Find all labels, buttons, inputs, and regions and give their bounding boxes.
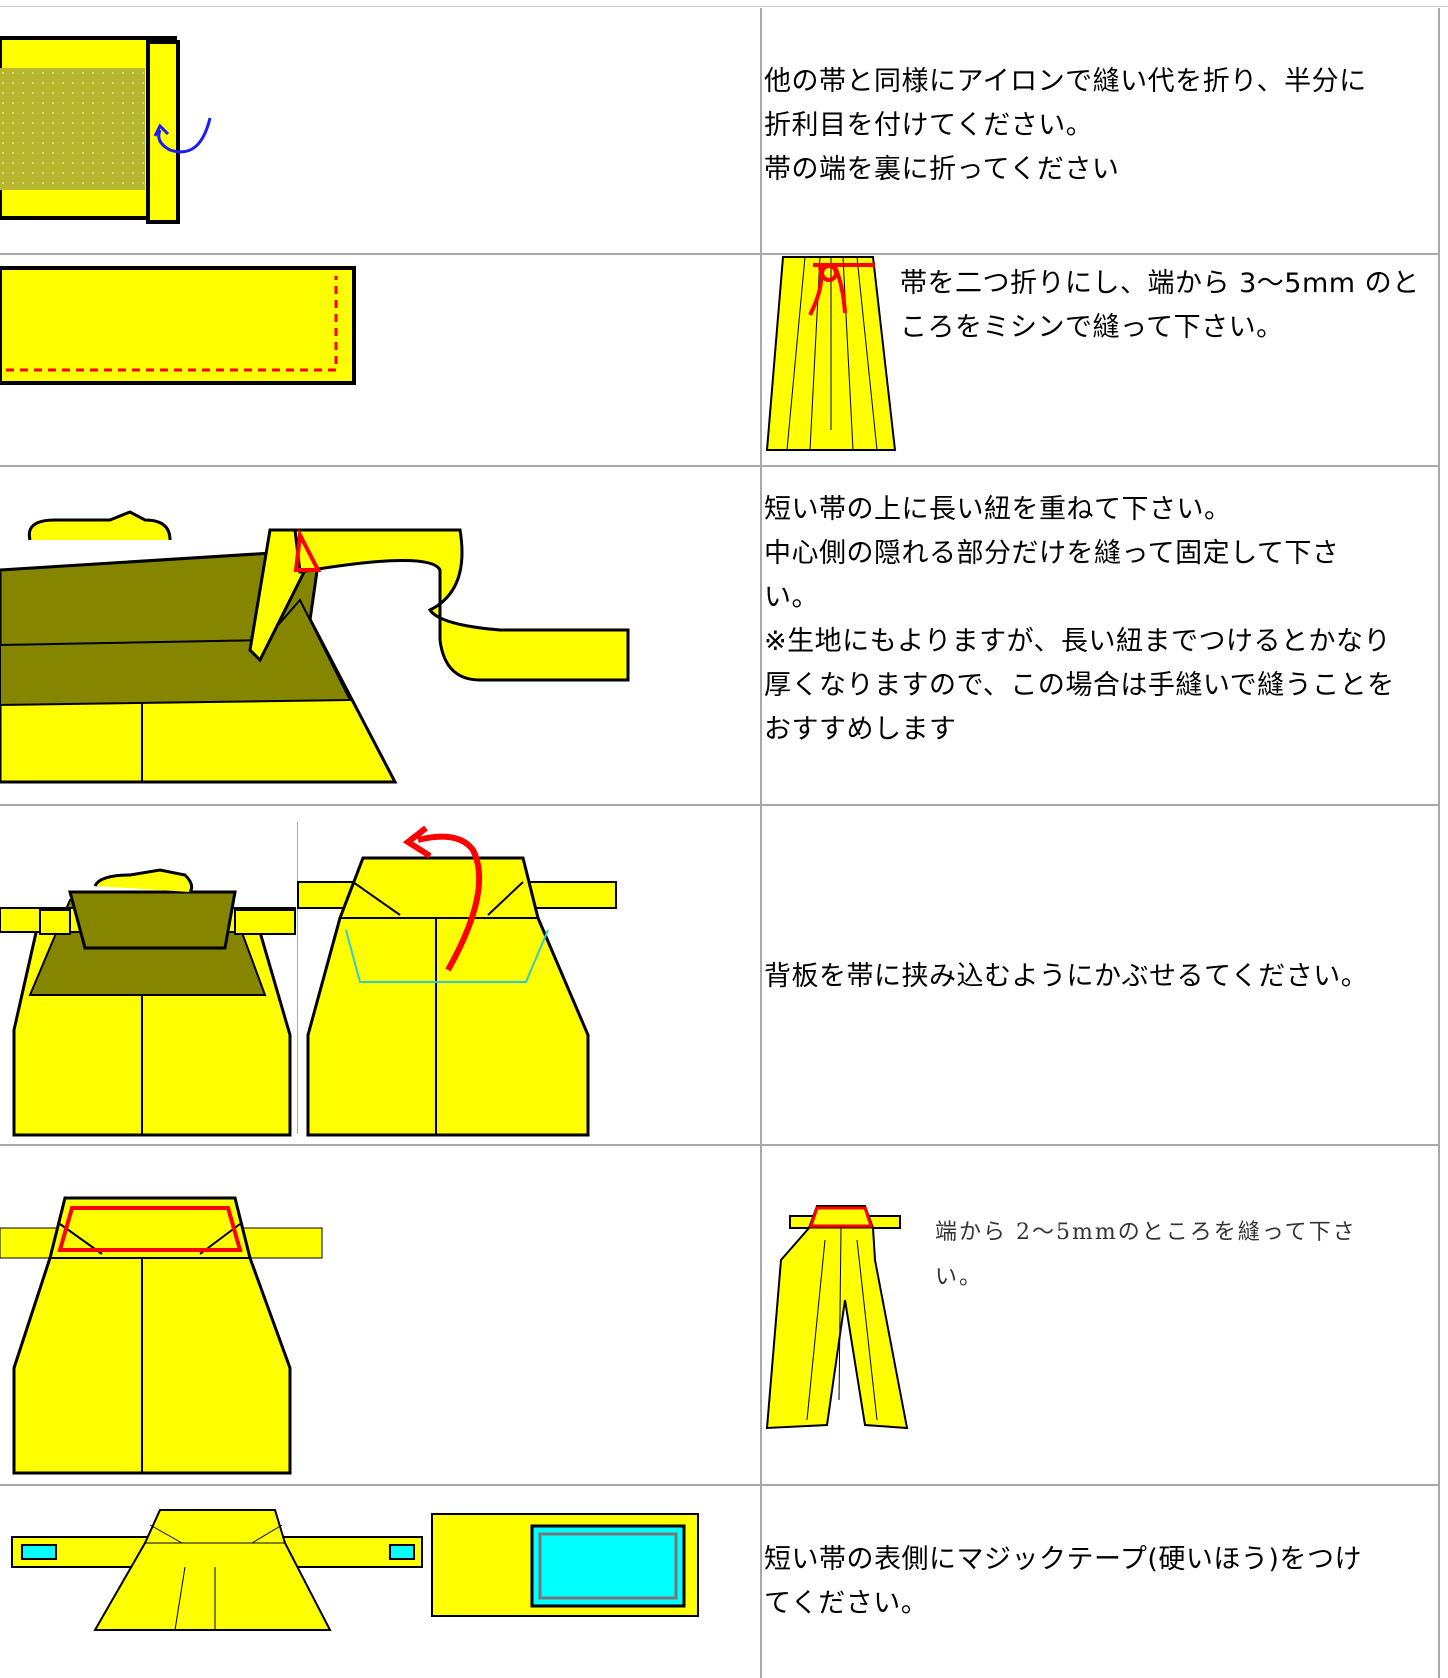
row3-line-4: ※生地にもよりますが、長い紐までつけるとかなり [764,626,1392,657]
row-divider-2 [0,465,1440,467]
row1-line-1: 他の帯と同様にアイロンで縫い代を折り、半分に [764,66,1367,97]
hakama-figure-small-2 [765,1205,909,1430]
row6-illustration-right [431,1513,699,1617]
row2-text: 帯を二つ折りにし、端から 3〜5mm のと ころをミシンで縫って下さい。 [900,262,1420,350]
row1-line-3: 帯の端を裏に折ってください [764,154,1120,185]
row6-line-2: てください。 [764,1588,929,1619]
row2-illustration [0,266,356,385]
row-divider-5 [0,1484,1440,1486]
row4-text: 背板を帯に挟み込むようにかぶせるてください。 [764,955,1368,999]
row-divider-4 [0,1144,1440,1146]
row1-line-2: 折利目を付けてください。 [764,110,1094,141]
row4-illustration-left [0,868,296,1137]
row3-illustration [0,510,630,784]
row3-line-1: 短い帯の上に長い紐を重ねて下さい。 [764,494,1232,525]
row3-line-3: い。 [764,582,819,613]
row1-text: 他の帯と同様にアイロンで縫い代を折り、半分に 折利目を付けてください。 帯の端を… [764,60,1367,192]
row6-line-1: 短い帯の表側にマジックテープ(硬いほう)をつけ [764,1544,1362,1575]
row2-line-1: 帯を二つ折りにし、端から 3〜5mm のと [900,268,1420,299]
row3-line-6: おすすめします [764,714,957,745]
row1-illustration [0,36,212,224]
row5-line-2: い。 [935,1265,984,1290]
row4-line-1: 背板を帯に挟み込むようにかぶせるてください。 [764,961,1369,992]
row4-illustration-right [297,825,617,1137]
row-divider-1 [0,253,1440,255]
row5-text: 端から 2〜5mmのところを縫って下さ い。 [935,1210,1357,1300]
figure-divider [297,822,298,1134]
row3-line-2: 中心側の隠れる部分だけを縫って固定して下さ [764,538,1340,569]
table-right-border [1438,8,1440,1678]
row2-line-2: ころをミシンで縫って下さい。 [900,312,1284,343]
row5-illustration [0,1196,323,1475]
row-divider-3 [0,804,1440,806]
row3-line-5: 厚くなりますので、この場合は手縫いで縫うことを [764,670,1395,701]
row3-text: 短い帯の上に長い紐を重ねて下さい。 中心側の隠れる部分だけを縫って固定して下さ … [764,488,1395,752]
row5-line-1: 端から 2〜5mmのところを縫って下さ [935,1220,1357,1245]
hakama-figure-small-1 [765,256,897,451]
column-divider [760,8,762,1678]
row6-text: 短い帯の表側にマジックテープ(硬いほう)をつけ てください。 [764,1538,1362,1626]
table-top-border [0,6,1448,7]
row6-illustration-left [11,1509,423,1631]
